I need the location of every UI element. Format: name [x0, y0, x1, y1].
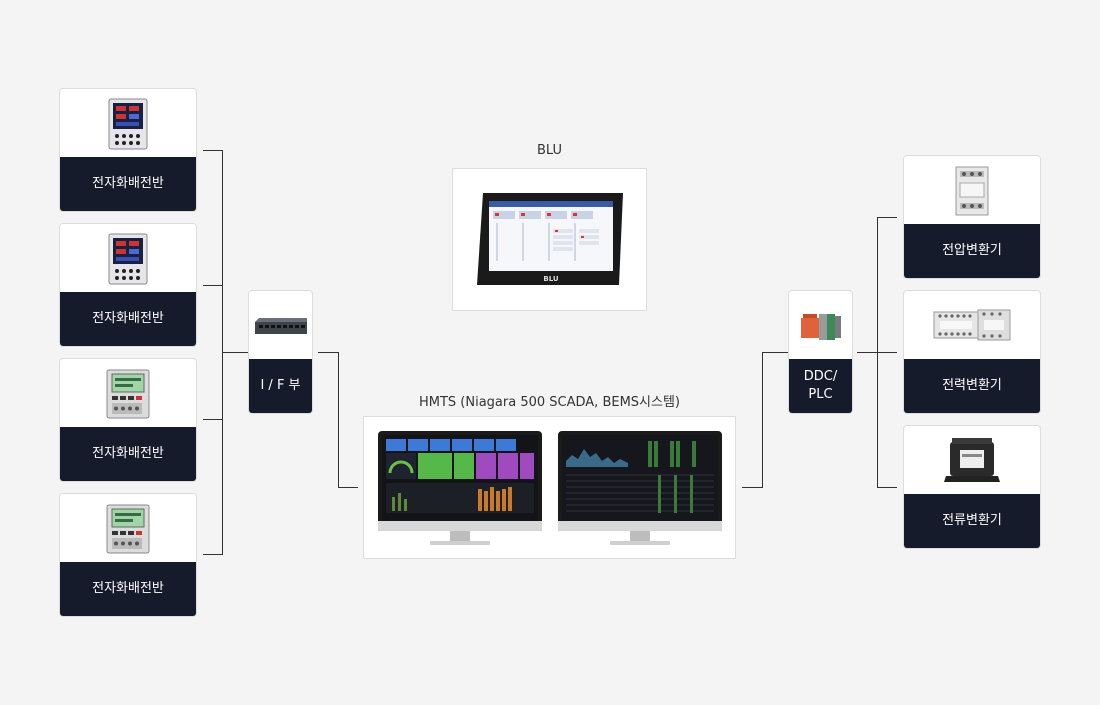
transducer-card-2: 전력변환기 — [903, 290, 1041, 414]
transducer-label: 전류변환기 — [904, 494, 1040, 548]
interface-label: I / F 부 — [249, 359, 312, 413]
ddc-plc-label: DDC/ PLC — [789, 359, 852, 413]
transducer-label: 전압변환기 — [904, 224, 1040, 278]
panel-card-3: 전자화배전반 — [59, 358, 197, 482]
digital-relay-icon — [60, 359, 196, 429]
transducer-card-1: 전압변환기 — [903, 155, 1041, 279]
monitor-icon — [558, 431, 722, 551]
voltage-transducer-icon — [904, 156, 1040, 226]
power-transducer-icon — [904, 291, 1040, 361]
connector-line — [742, 487, 762, 488]
power-meter-icon — [60, 224, 196, 294]
transducer-label: 전력변환기 — [904, 359, 1040, 413]
digital-relay-icon — [60, 494, 196, 564]
ddc-plc-card: DDC/ PLC — [788, 290, 853, 414]
hmts-caption: HMTS (Niagara 500 SCADA, BEMS시스템) — [418, 395, 680, 410]
connector-line — [222, 352, 248, 353]
connector-line — [338, 487, 358, 488]
panel-card-2: 전자화배전반 — [59, 223, 197, 347]
monitor-icon — [378, 431, 542, 551]
connector-line — [203, 150, 223, 151]
connector-line — [762, 352, 788, 353]
transducer-card-3: 전류변환기 — [903, 425, 1041, 549]
hmts-box — [363, 416, 736, 559]
connector-line — [877, 352, 897, 353]
panel-label: 전자화배전반 — [60, 292, 196, 346]
connector-line — [762, 352, 763, 488]
connector-line — [318, 352, 338, 353]
interface-card: I / F 부 — [248, 290, 313, 414]
blu-caption: BLU — [536, 143, 563, 158]
connector-line — [877, 217, 897, 218]
panel-label: 전자화배전반 — [60, 157, 196, 211]
network-switch-icon — [249, 291, 312, 361]
panel-card-1: 전자화배전반 — [59, 88, 197, 212]
blu-box: BLU — [452, 168, 647, 311]
panel-card-4: 전자화배전반 — [59, 493, 197, 617]
connector-line — [203, 285, 223, 286]
connector-line — [877, 487, 897, 488]
power-meter-icon — [60, 89, 196, 159]
panel-label: 전자화배전반 — [60, 427, 196, 481]
panel-label: 전자화배전반 — [60, 562, 196, 616]
tablet-icon: BLU — [475, 189, 627, 293]
connector-line — [203, 554, 223, 555]
connector-line — [338, 352, 339, 488]
tablet-brand-text: BLU — [543, 275, 559, 283]
connector-line — [857, 352, 877, 353]
connector-line — [203, 419, 223, 420]
current-transformer-icon — [904, 426, 1040, 496]
plc-module-icon — [789, 291, 852, 361]
